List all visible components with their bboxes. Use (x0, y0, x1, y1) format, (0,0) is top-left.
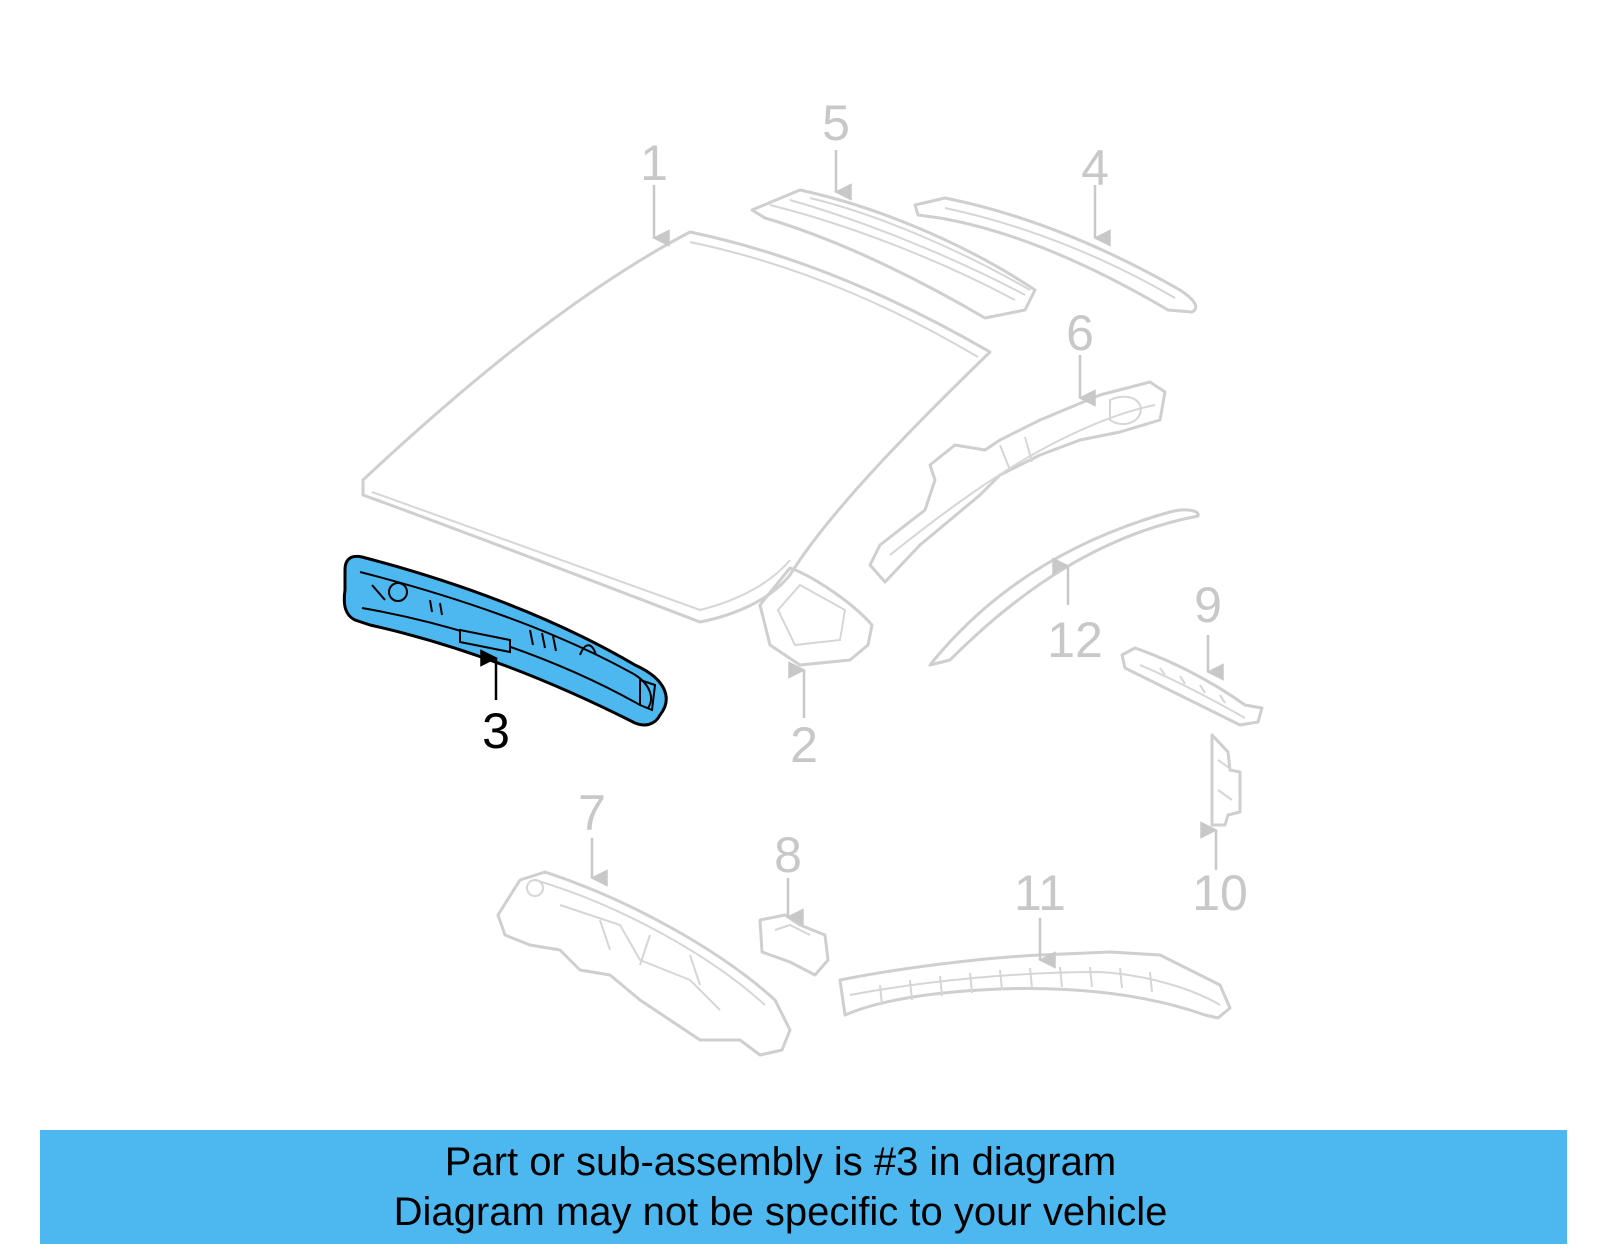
part-11-lower-panel (838, 950, 1232, 1020)
part-3-rear-header (342, 554, 668, 727)
callout-9: 9 (1194, 577, 1222, 633)
banner-line-part: Part or sub-assembly is #3 in diagram (444, 1140, 1117, 1184)
part-4-roof-rail (913, 196, 1198, 314)
part-2-bracket (758, 566, 874, 667)
part-9-reinforcement (1120, 646, 1264, 727)
callout-7: 7 (578, 785, 606, 841)
callout-2: 2 (790, 717, 818, 773)
part-7-rear-shelf (496, 870, 792, 1057)
part-8-support (758, 913, 830, 977)
banner-line-disclaimer: Diagram may not be specific to your vehi… (393, 1190, 1168, 1234)
callout-8: 8 (774, 827, 802, 883)
info-banner: Part or sub-assembly is #3 in diagram Di… (40, 1130, 1567, 1244)
parts-diagram: 1 5 4 6 12 2 (342, 95, 1264, 1057)
part-10-bracket (1210, 733, 1242, 827)
part-6-inner-rail (868, 380, 1167, 584)
callout-10: 10 (1192, 865, 1248, 921)
callout-11: 11 (1014, 865, 1066, 921)
callout-1: 1 (640, 135, 668, 191)
part-5-header-panel (750, 188, 1037, 320)
callout-6: 6 (1066, 305, 1094, 361)
callout-5: 5 (822, 95, 850, 151)
callout-3: 3 (482, 703, 510, 759)
callout-12: 12 (1047, 612, 1103, 668)
part-1-roof-panel (361, 230, 992, 624)
callout-4: 4 (1081, 140, 1109, 196)
part-12-molding (928, 508, 1200, 667)
